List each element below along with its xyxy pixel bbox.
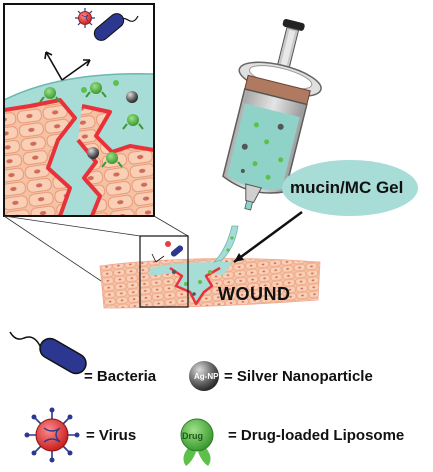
virus-icon bbox=[24, 407, 80, 463]
liposome-icon bbox=[101, 152, 123, 168]
gel-stream bbox=[212, 225, 239, 263]
drug-tag: Drug bbox=[182, 431, 203, 441]
legend-virus: = Virus bbox=[86, 427, 137, 444]
gel-label-bubble bbox=[282, 160, 418, 216]
zoom-line bbox=[3, 215, 141, 237]
liposome-icon bbox=[122, 114, 144, 130]
liposome-icon bbox=[180, 418, 214, 466]
silver-nanoparticle-icon bbox=[87, 147, 99, 159]
syringe-icon bbox=[222, 19, 322, 211]
bacteria-icon bbox=[93, 13, 139, 41]
liposome-icon bbox=[113, 80, 119, 86]
magnify-inset bbox=[3, 3, 155, 217]
bacteria-icon bbox=[9, 331, 87, 375]
zoom-selection-box bbox=[139, 235, 189, 308]
bacteria-icon bbox=[170, 245, 184, 257]
skin-tissue bbox=[99, 258, 321, 309]
legend-bacteria: = Bacteria bbox=[84, 368, 157, 385]
liposome-icon bbox=[81, 87, 87, 93]
legend-liposome: = Drug-loaded Liposome bbox=[228, 427, 405, 444]
silver-nanoparticle-icon bbox=[189, 361, 219, 391]
gel-pointer-arrow bbox=[233, 210, 303, 264]
agnp-tag: Ag-NP bbox=[194, 372, 219, 381]
legend-silver-nanoparticle: = Silver Nanoparticle bbox=[224, 368, 373, 385]
wound-label: WOUND bbox=[218, 284, 291, 304]
silver-nanoparticle-icon bbox=[126, 91, 138, 103]
zoom-line bbox=[153, 215, 189, 237]
gel-label: mucin/MC Gel bbox=[290, 178, 404, 197]
liposome-icon bbox=[39, 87, 61, 103]
virus-icon bbox=[75, 8, 95, 28]
liposome-icon bbox=[85, 82, 107, 98]
virus-icon bbox=[165, 241, 171, 247]
